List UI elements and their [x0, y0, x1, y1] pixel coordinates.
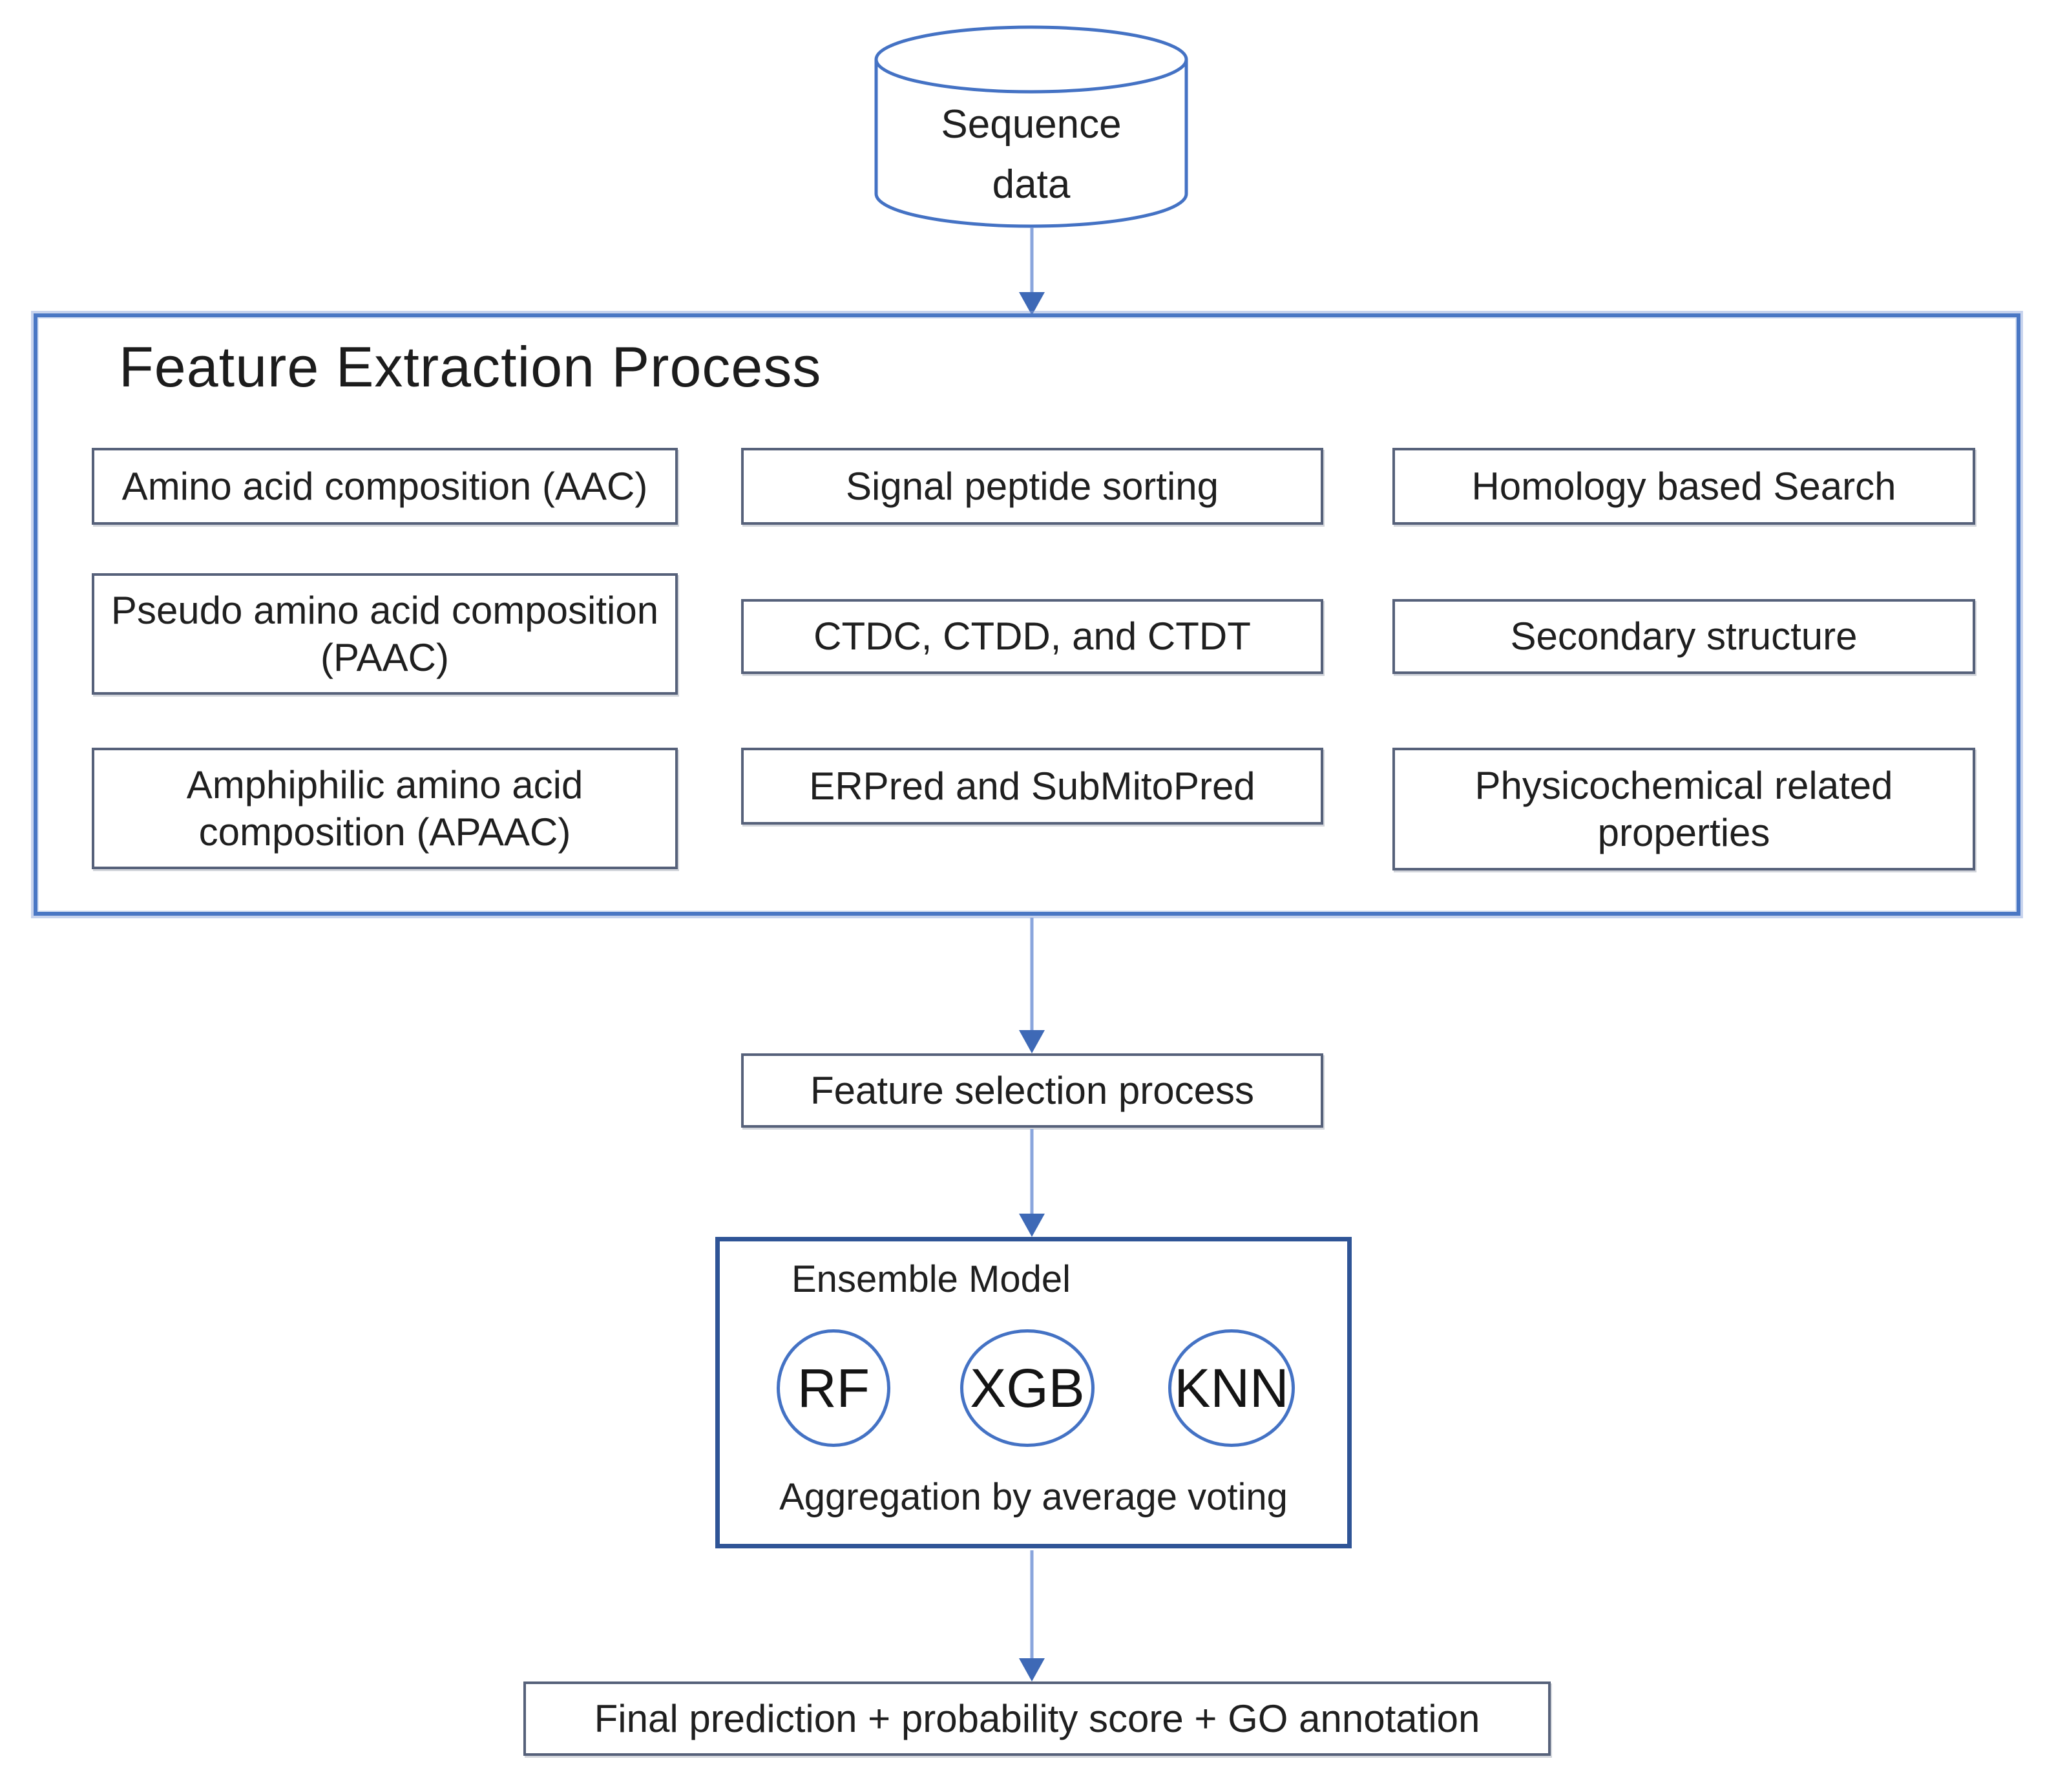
node-amphiphilic-amino-acid-composition: Amphiphilic amino acid composition (APAA… — [92, 748, 678, 869]
model-label: RF — [797, 1357, 870, 1418]
node-label: Pseudo amino acid composition (PAAC) — [110, 588, 659, 679]
node-erpred-submitopred: ERPred and SubMitoPred — [741, 748, 1323, 825]
node-label: Signal peptide sorting — [845, 464, 1219, 508]
node-ctdc-ctdd-ctdt: CTDC, CTDD, and CTDT — [741, 599, 1323, 674]
node-physicochemical-properties: Physicochemical related properties — [1392, 748, 1975, 870]
arrow-selection-to-ensemble — [1018, 1129, 1046, 1237]
node-label: ERPred and SubMitoPred — [809, 764, 1255, 808]
node-secondary-structure: Secondary structure — [1392, 599, 1975, 674]
model-label: XGB — [970, 1357, 1085, 1418]
sequence-data-label: Sequence data — [941, 102, 1122, 207]
node-label: Final prediction + probability score + G… — [594, 1696, 1480, 1740]
node-feature-selection-process: Feature selection process — [741, 1053, 1323, 1128]
arrow-ensemble-to-final — [1018, 1550, 1046, 1681]
aggregation-label: Aggregation by average voting — [779, 1476, 1288, 1518]
arrow-shaft — [1030, 227, 1034, 293]
node-label: Secondary structure — [1510, 615, 1858, 659]
arrow-shaft — [1030, 1129, 1034, 1215]
feature-extraction-title: Feature Extraction Process — [119, 335, 822, 399]
node-label: Homology based Search — [1471, 464, 1896, 508]
node-label: CTDC, CTDD, and CTDT — [813, 615, 1251, 659]
node-final-prediction: Final prediction + probability score + G… — [523, 1681, 1551, 1756]
node-homology-based-search: Homology based Search — [1392, 448, 1975, 525]
node-label: Amphiphilic amino acid composition (APAA… — [186, 763, 583, 854]
cylinder-icon — [874, 25, 1188, 228]
arrow-sequence-to-extraction — [1018, 227, 1046, 315]
model-label: KNN — [1174, 1357, 1289, 1418]
node-label: Feature selection process — [810, 1068, 1254, 1112]
arrow-shaft — [1030, 1550, 1034, 1660]
sequence-data-cylinder: Sequence data — [874, 25, 1189, 230]
node-label: Physicochemical related properties — [1474, 763, 1893, 854]
arrow-shaft — [1030, 918, 1034, 1031]
arrow-extraction-to-selection — [1018, 918, 1046, 1053]
node-signal-peptide-sorting: Signal peptide sorting — [741, 448, 1323, 525]
arrow-head-icon — [1019, 1030, 1045, 1053]
node-amino-acid-composition: Amino acid composition (AAC) — [92, 448, 678, 525]
arrow-head-icon — [1019, 1658, 1045, 1681]
model-circle-knn: KNN — [1168, 1329, 1295, 1447]
arrow-head-icon — [1019, 1214, 1045, 1237]
arrow-head-icon — [1019, 292, 1045, 315]
node-label: Amino acid composition (AAC) — [121, 464, 648, 508]
model-circle-rf: RF — [777, 1329, 890, 1447]
model-circle-xgb: XGB — [960, 1329, 1095, 1447]
ensemble-model-title: Ensemble Model — [792, 1258, 1071, 1300]
node-pseudo-amino-acid-composition: Pseudo amino acid composition (PAAC) — [92, 573, 678, 695]
